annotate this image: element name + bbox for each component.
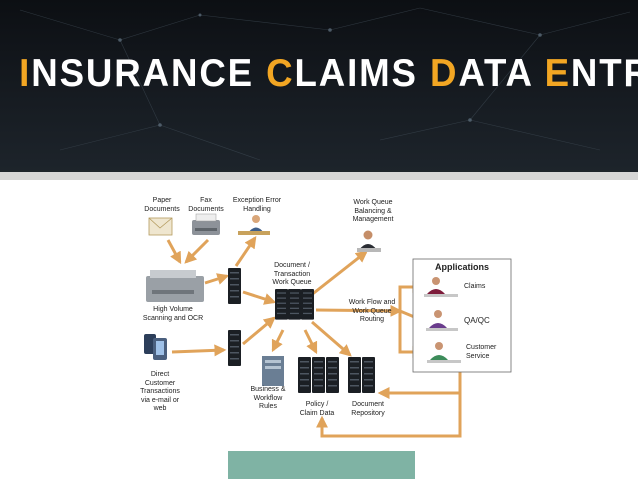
high-volume-scanning-label: High Volume Scanning and OCR xyxy=(142,306,204,322)
work-queue-servers-icon xyxy=(275,289,314,320)
title-initial-3: D xyxy=(429,52,459,95)
qaqc-label: QA/QC xyxy=(464,316,490,325)
title-word-3: ATA xyxy=(458,52,545,95)
document-repository-servers-icon xyxy=(348,357,375,393)
title-initial-4: E xyxy=(544,52,571,95)
arrow-server-to-queue xyxy=(242,290,277,305)
direct-customer-transactions-label: Direct Customer Transactions via e-mail … xyxy=(140,371,180,413)
scanner-machine-icon xyxy=(146,270,204,302)
applications-box xyxy=(412,258,512,373)
arrow-server-to-exception xyxy=(234,236,257,267)
policy-claim-data-servers-icon xyxy=(298,357,339,393)
applications-title: Applications xyxy=(434,262,489,272)
arrow-apps-to-policy xyxy=(316,393,462,438)
title-banner: INSURANCE CLAIMS DATA ENTRY xyxy=(0,0,638,172)
qaqc-agent-icon xyxy=(426,310,458,331)
arrow-scanner-to-server xyxy=(204,273,230,285)
business-rules-server-icon xyxy=(262,356,284,386)
policy-claim-data-label: Policy / Claim Data xyxy=(299,401,335,417)
network-background xyxy=(19,7,631,161)
slide-title: INSURANCE CLAIMS DATA ENTRY xyxy=(19,52,638,96)
title-word-4: NTRY xyxy=(570,52,638,95)
title-initial-1: I xyxy=(19,52,32,95)
mobile-devices-icon xyxy=(144,334,167,360)
ingest-server-icon xyxy=(228,268,241,304)
document-transaction-queue-label: Document / Transaction Work Queue xyxy=(272,262,312,287)
claims-agent-icon xyxy=(424,277,458,297)
fax-documents-label: Fax Documents xyxy=(188,197,224,213)
title-word-1: NSURANCE xyxy=(31,52,267,95)
arrow-phone-to-server xyxy=(171,344,227,357)
arrow-paper-to-scanner xyxy=(166,239,182,265)
paper-documents-label: Paper Documents xyxy=(144,197,180,213)
title-word-2: LAIMS xyxy=(294,52,430,95)
work-queue-balancing-label: Work Queue Balancing & Management xyxy=(352,199,394,224)
customer-service-agent-icon xyxy=(427,342,461,363)
footer-accent-bar xyxy=(228,451,415,479)
claims-label: Claims xyxy=(464,283,486,290)
arrow-queue-to-repository xyxy=(311,320,352,357)
ingest-server-2-icon xyxy=(228,330,241,366)
business-workflow-rules-label: Business & Workflow Rules xyxy=(250,386,286,411)
exception-handler-person-icon xyxy=(238,215,270,235)
fax-machine-icon xyxy=(192,213,220,235)
arrow-queue-to-balancing xyxy=(309,250,368,298)
customer-service-label: Customer Service xyxy=(466,344,497,360)
banner-underline xyxy=(0,172,638,180)
exception-error-handling-label: Exception Error Handling xyxy=(232,197,282,213)
arrow-queue-to-routing xyxy=(315,304,403,317)
title-initial-2: C xyxy=(266,52,295,95)
arrow-fax-to-scanner xyxy=(184,238,210,264)
work-flow-routing-label: Work Flow and Work Queue Routing xyxy=(348,299,396,324)
document-repository-label: Document Repository xyxy=(351,401,385,417)
balancing-manager-person-icon xyxy=(357,230,381,252)
arrow-apps-to-repository xyxy=(377,372,462,399)
arrow-server-to-queue-2 xyxy=(242,316,276,346)
paper-documents-icon xyxy=(148,217,173,236)
arrow-queue-to-rules xyxy=(271,329,285,353)
flow-arrows xyxy=(166,236,462,438)
arrow-queue-to-policy xyxy=(303,329,318,355)
